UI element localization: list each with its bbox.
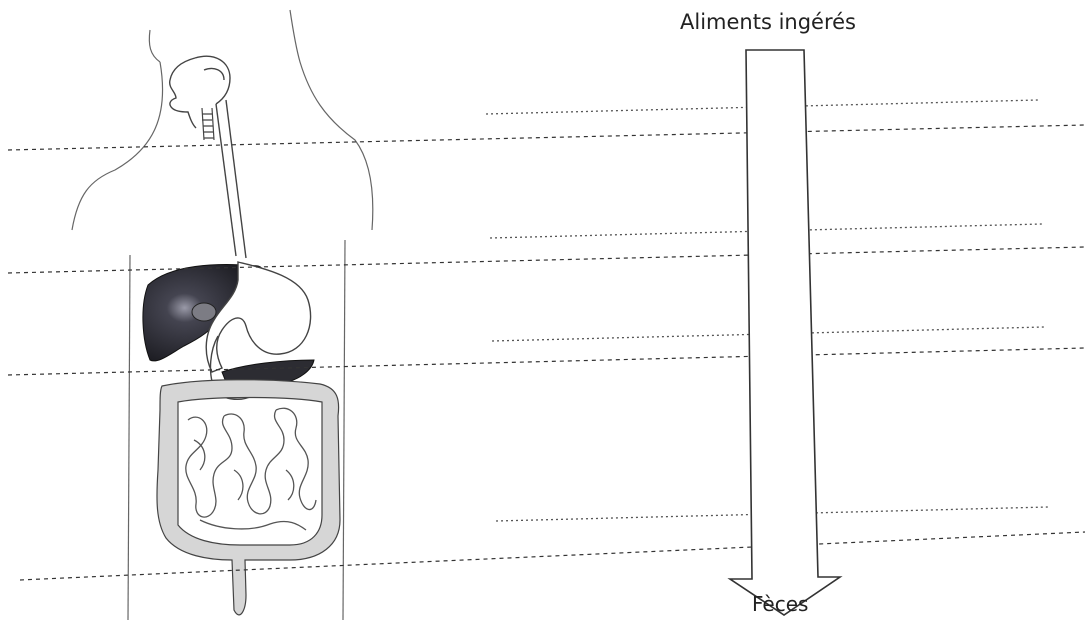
- feces-label: Fèces: [752, 592, 808, 616]
- gall-bladder: [192, 303, 216, 321]
- ingested-food-label: Aliments ingérés: [680, 10, 856, 34]
- trachea: [202, 108, 214, 140]
- head-and-oesophagus: [170, 56, 246, 258]
- large-intestine: [157, 380, 340, 615]
- small-intestine: [186, 408, 316, 530]
